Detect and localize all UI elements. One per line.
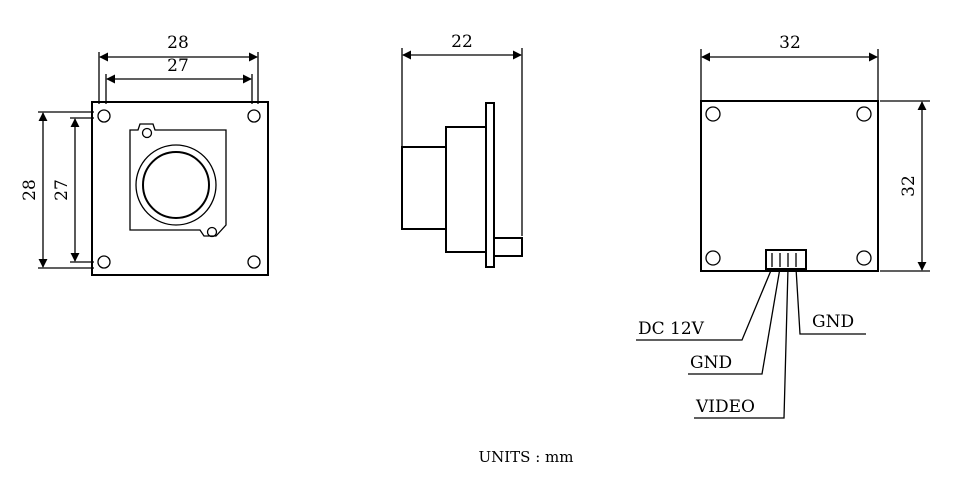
front-board-outline: [91, 101, 269, 276]
mount-hole-icon: [856, 106, 872, 122]
pin-label-gnd-2: GND: [812, 312, 854, 332]
front-outer-width-label: 28: [167, 33, 189, 53]
mount-hole-icon: [705, 250, 721, 266]
mount-hole-icon: [97, 109, 111, 123]
units-note: UNITS : mm: [478, 448, 573, 466]
side-pcb: [485, 102, 495, 268]
back-height-label: 32: [899, 175, 919, 197]
pin-label-video: VIDEO: [695, 397, 755, 417]
side-connector: [493, 237, 523, 257]
side-view: 22: [401, 32, 523, 268]
mount-hole-icon: [856, 250, 872, 266]
lens-barrel: [401, 146, 447, 230]
leader-video: [694, 267, 789, 419]
front-hole-width-label: 27: [167, 56, 189, 76]
mount-hole-icon: [97, 255, 111, 269]
back-view: 32 32 DC 12V GND VIDEO GND: [636, 33, 930, 419]
mount-screw-icon: [206, 226, 218, 238]
back-width-label: 32: [779, 33, 801, 53]
back-board-outline: [700, 100, 879, 272]
pin-label-dc12v: DC 12V: [638, 319, 705, 339]
pin-label-gnd-1: GND: [690, 353, 732, 373]
mount-screw-icon: [141, 127, 153, 139]
leader-dc12v: [636, 267, 773, 341]
front-hole-height-label: 27: [52, 179, 72, 201]
mount-hole-icon: [247, 109, 261, 123]
lens-holder: [445, 126, 487, 253]
mount-hole-icon: [705, 106, 721, 122]
lens-mount-plate: [129, 123, 227, 237]
leader-gnd-2: [795, 267, 866, 335]
pin-header: [765, 249, 807, 270]
lens-outer-icon: [135, 144, 217, 226]
front-outer-height-label: 28: [20, 179, 40, 201]
mount-hole-icon: [247, 255, 261, 269]
lens-inner-icon: [142, 151, 210, 219]
leader-gnd-1: [688, 267, 781, 375]
side-depth-label: 22: [451, 32, 473, 52]
front-view: 28 27 28 27: [20, 33, 269, 276]
